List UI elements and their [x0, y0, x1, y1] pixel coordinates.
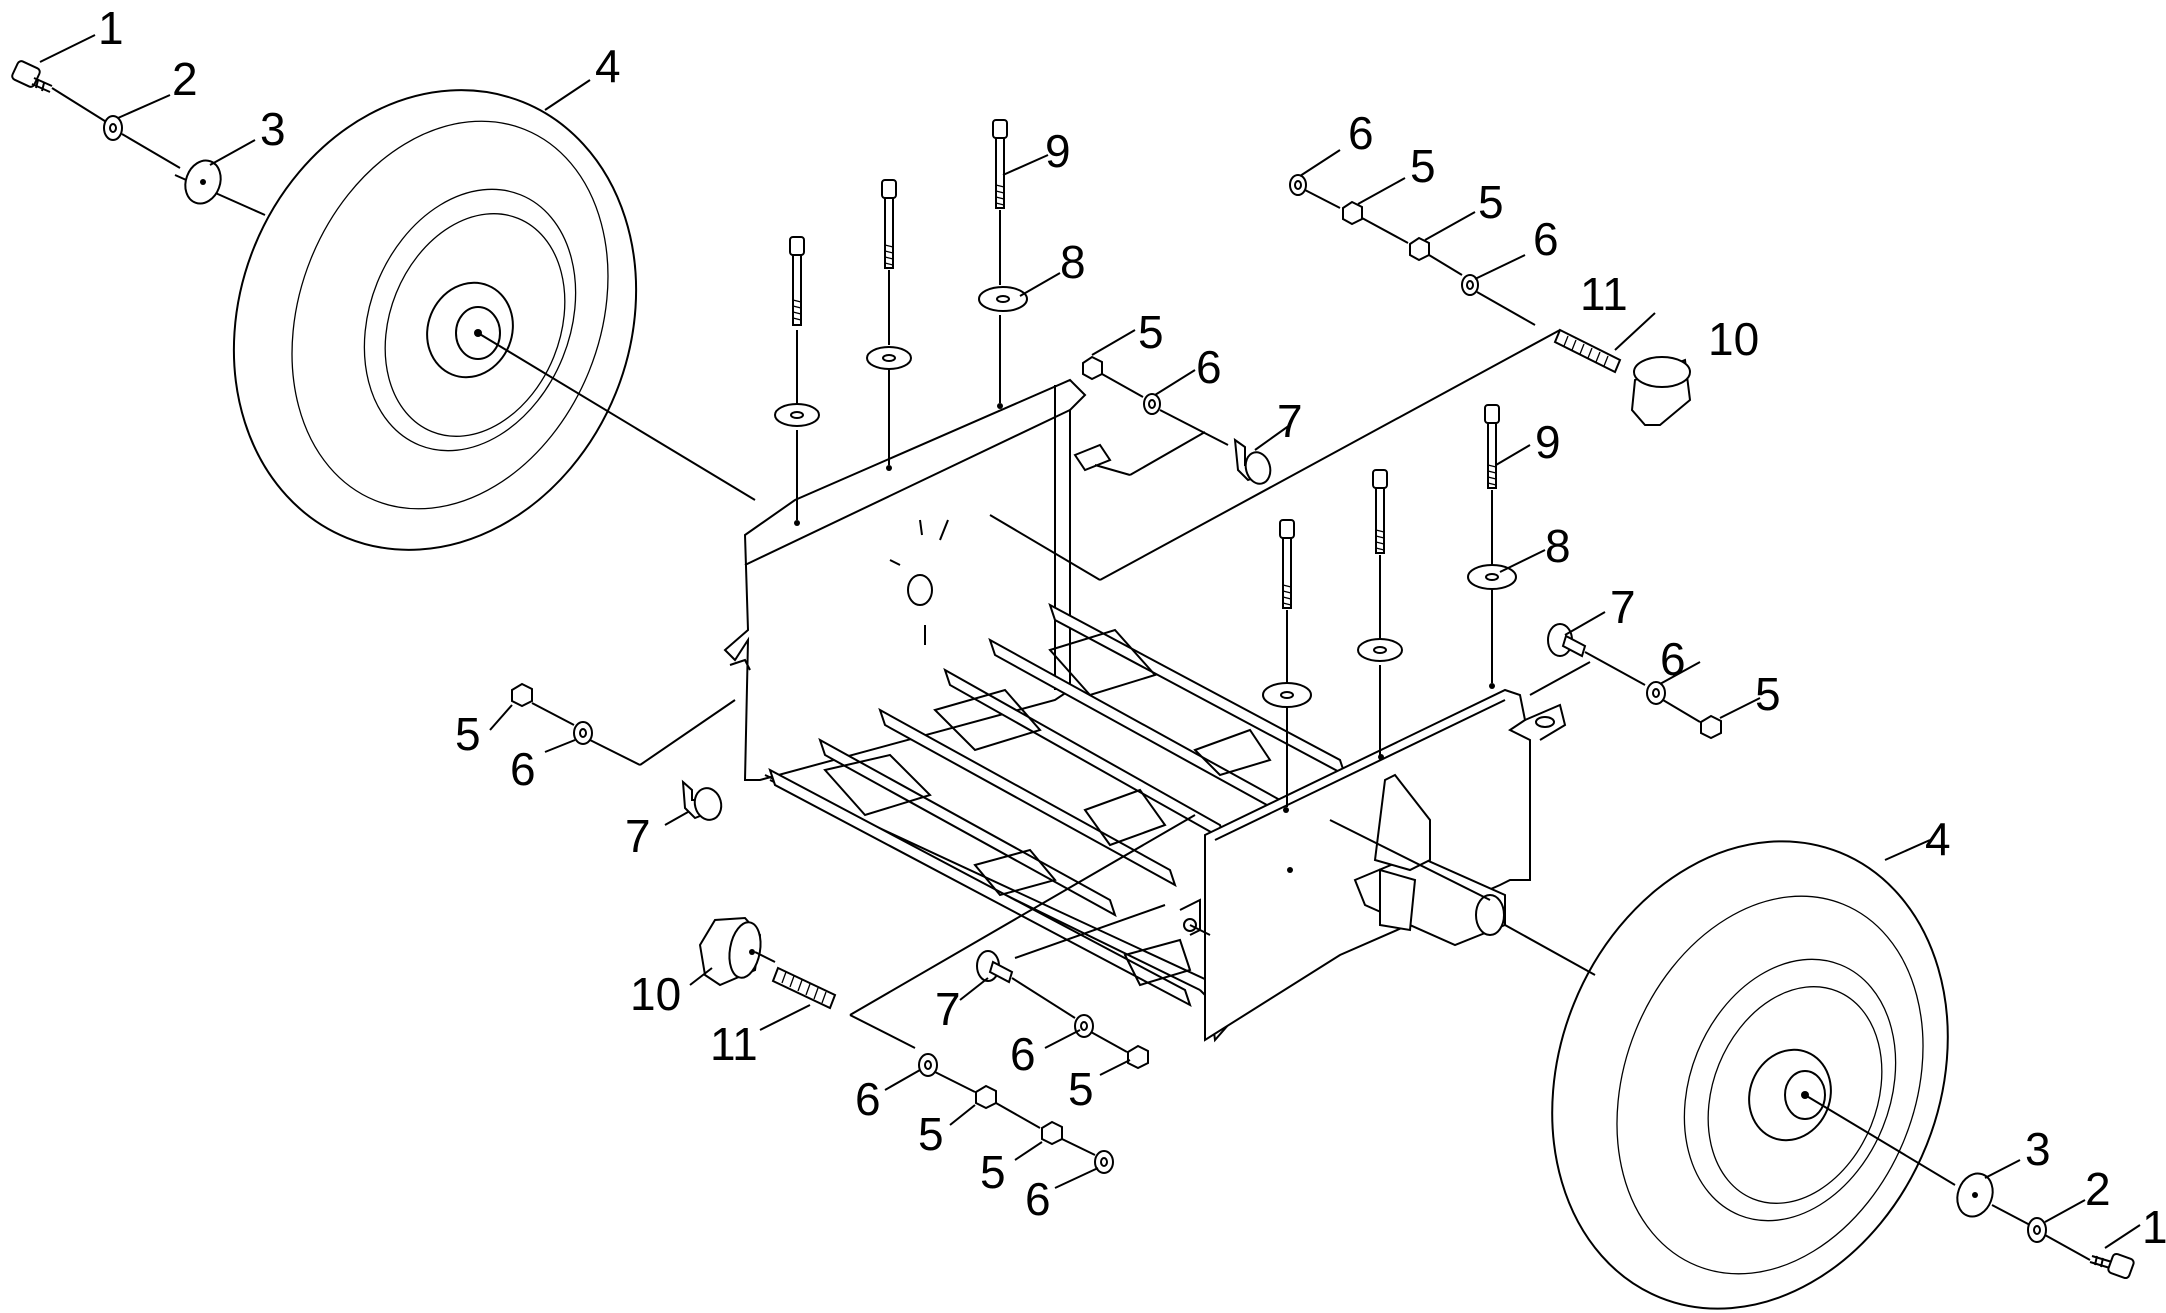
- callout-6: 6: [510, 743, 536, 795]
- callout-5: 5: [1478, 176, 1504, 228]
- callout-6: 6: [1660, 633, 1686, 685]
- right-axle-cap-washer: [1956, 1172, 1994, 1218]
- callout-6: 6: [1196, 341, 1222, 393]
- callout-10: 10: [630, 968, 681, 1020]
- callout-10: 10: [1708, 313, 1759, 365]
- threaded-stud-upper: [1553, 328, 1622, 374]
- right-axle-washer-small: [2027, 1217, 2047, 1243]
- right-side-fasteners: [1547, 623, 1722, 740]
- callout-5: 5: [980, 1146, 1006, 1198]
- callout-1: 1: [98, 2, 124, 54]
- right-axle-bolt: [2089, 1252, 2135, 1280]
- callout-6: 6: [855, 1073, 881, 1125]
- callout-6: 6: [1010, 1028, 1036, 1080]
- lower-mid-fasteners: [976, 950, 1149, 1070]
- left-axle-cap-washer: [184, 159, 222, 205]
- callout-6: 6: [1348, 107, 1374, 159]
- callout-7: 7: [935, 983, 961, 1035]
- callout-8: 8: [1060, 236, 1086, 288]
- left-axle-washer-small: [103, 115, 123, 141]
- callout-4: 4: [1925, 813, 1951, 865]
- lower-chain-fasteners: [918, 1053, 1114, 1174]
- callout-5: 5: [455, 708, 481, 760]
- callout-9: 9: [1535, 416, 1561, 468]
- callout-5: 5: [918, 1108, 944, 1160]
- callout-5: 5: [1068, 1063, 1094, 1115]
- cart-frame: [723, 378, 1567, 1043]
- frame-holes: [794, 403, 1495, 873]
- callout-leaders: [39, 34, 2141, 1249]
- callout-2: 2: [2085, 1163, 2111, 1215]
- vertical-bolts: [789, 119, 1500, 609]
- callout-3: 3: [2025, 1123, 2051, 1175]
- left-wheel: [232, 89, 638, 551]
- callout-7: 7: [1610, 581, 1636, 633]
- callout-6: 6: [1533, 213, 1559, 265]
- callout-4: 4: [595, 40, 621, 92]
- left-axle-bolt: [11, 60, 53, 93]
- upper-mid-fasteners: [1082, 355, 1272, 485]
- callout-11: 11: [710, 1018, 758, 1070]
- threaded-stud-lower: [771, 966, 837, 1010]
- callout-5: 5: [1138, 306, 1164, 358]
- rubber-bumper-lower: [698, 916, 762, 987]
- callout-11: 11: [1580, 268, 1628, 320]
- flat-washers: [774, 286, 1517, 708]
- callout-8: 8: [1545, 520, 1571, 572]
- callout-3: 3: [260, 103, 286, 155]
- upper-right-fasteners: [1289, 174, 1536, 326]
- callout-labels: 1 2 3 4 9 8 6 5 5 6 11 10 5 6 7 9 8 7 6 …: [98, 2, 2166, 1253]
- rubber-bumper-upper: [1630, 356, 1692, 426]
- callout-2: 2: [172, 53, 198, 105]
- callout-5: 5: [1410, 140, 1436, 192]
- callout-7: 7: [625, 810, 651, 862]
- callout-7: 7: [1277, 395, 1303, 447]
- left-side-fasteners: [511, 682, 723, 821]
- callout-9: 9: [1045, 125, 1071, 177]
- callout-5: 5: [1755, 668, 1781, 720]
- callout-6: 6: [1025, 1173, 1051, 1225]
- callout-1: 1: [2142, 1201, 2166, 1253]
